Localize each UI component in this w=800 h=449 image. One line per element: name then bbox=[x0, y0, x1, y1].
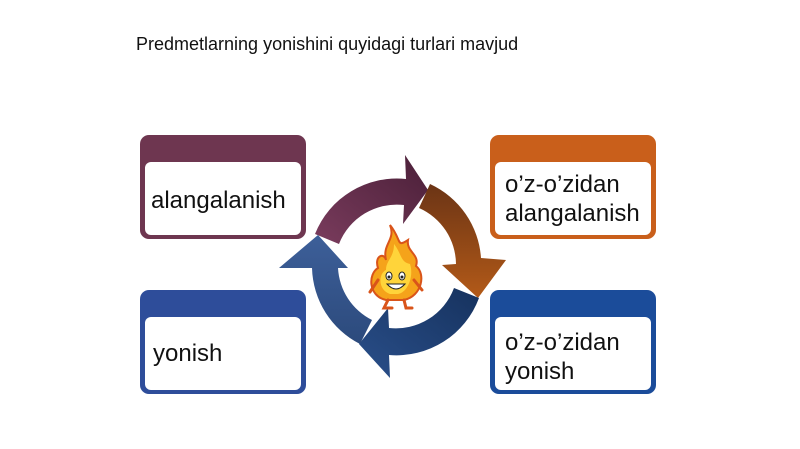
card-label-line2: yonish bbox=[505, 357, 575, 385]
card-label-line1: o’z-o’zidan bbox=[505, 328, 620, 356]
card-label-line1: o’z-o’zidan bbox=[505, 170, 620, 198]
card-label: yonish bbox=[145, 317, 301, 390]
card-alangalanish: alangalanish bbox=[140, 135, 306, 239]
card-label-line2: alangalanish bbox=[505, 199, 640, 227]
page-title: Predmetlarning yonishini quyidagi turlar… bbox=[136, 34, 519, 54]
card-oz-ozidan-yonish: o’z-o’zidan yonish bbox=[490, 290, 656, 394]
card-label-box: o’z-o’zidan yonish bbox=[495, 317, 651, 390]
cycle-arrow-top bbox=[315, 155, 428, 244]
card-label: alangalanish bbox=[145, 162, 301, 235]
cycle-arrow-left bbox=[279, 235, 372, 344]
card-label-box: o’z-o’zidan alangalanish bbox=[495, 162, 651, 235]
cycle-diagram bbox=[279, 155, 506, 378]
card-yonish: yonish bbox=[140, 290, 306, 394]
card-oz-ozidan-alangalanish: o’z-o’zidan alangalanish bbox=[490, 135, 656, 239]
flame-mascot-icon bbox=[368, 224, 424, 310]
cycle-arrow-bottom bbox=[359, 288, 479, 378]
cycle-arrow-right bbox=[419, 184, 506, 298]
